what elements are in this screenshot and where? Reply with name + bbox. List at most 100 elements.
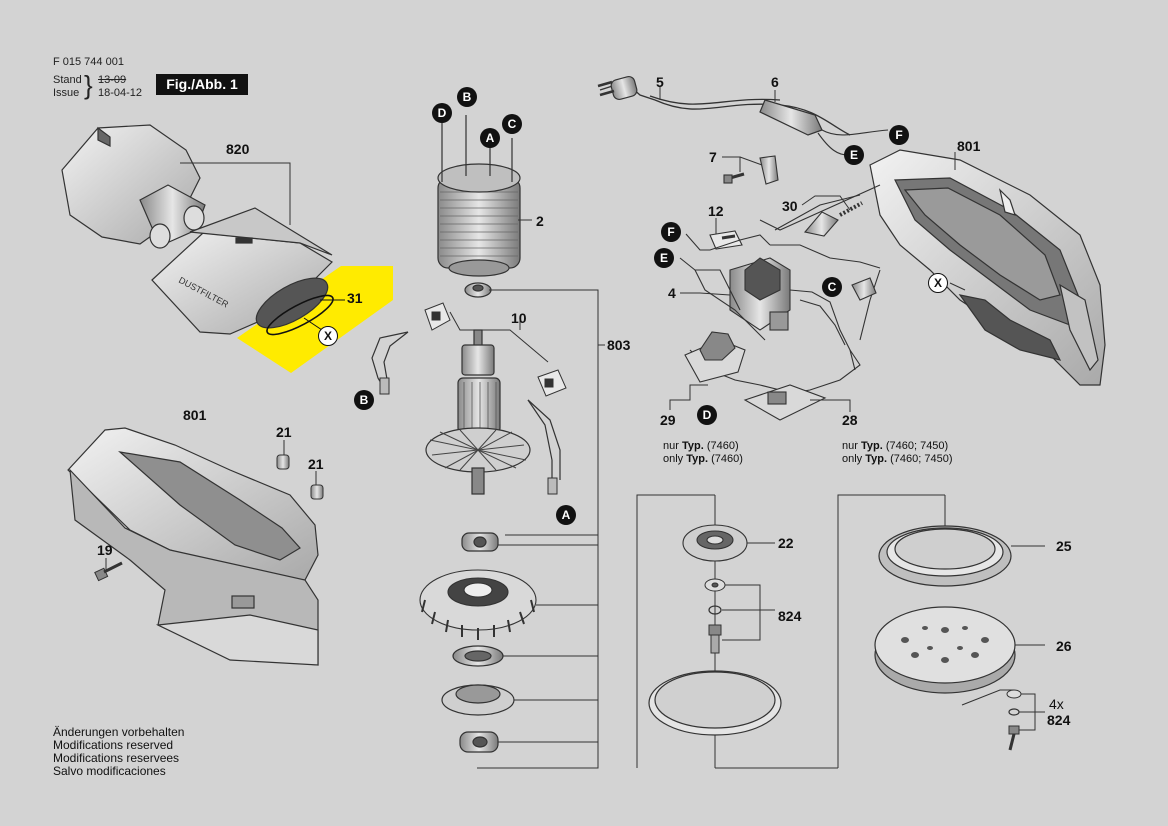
lead-b2	[383, 331, 409, 386]
leader-10	[449, 311, 549, 363]
bearing-middle	[461, 532, 499, 552]
label-26: 26	[1056, 638, 1072, 654]
leader-bracket-right	[837, 494, 945, 768]
label-4: 4	[668, 285, 676, 301]
note-line: Salvo modificaciones	[53, 764, 166, 778]
leader-x-housing	[949, 282, 966, 291]
housing-801-lower	[67, 427, 319, 666]
stand-date: 13-09	[98, 74, 127, 86]
modification-notes: Änderungen vorbehalten Modifications res…	[53, 726, 184, 778]
o-ring-31	[266, 294, 334, 336]
lead-b	[371, 331, 409, 391]
cord-clamp-7	[723, 155, 779, 185]
label-19: 19	[97, 542, 113, 558]
washer-824	[704, 578, 726, 592]
label-30: 30	[782, 198, 798, 214]
part28-type-note: nur Typ. (7460; 7450) only Typ. (7460; 7…	[842, 440, 953, 465]
fan	[419, 569, 537, 640]
marker-x-housing: X	[928, 273, 948, 293]
marker-a-bottom: A	[556, 505, 576, 525]
highlight-part-31	[237, 266, 393, 373]
part29-type-note: nur Typ. (7460) only Typ. (7460)	[663, 440, 743, 465]
label-801-upper: 801	[957, 138, 981, 154]
label-25: 25	[1056, 538, 1072, 554]
note-line: Änderungen vorbehalten	[53, 725, 185, 739]
seal	[452, 645, 504, 667]
field-coil-2	[437, 115, 521, 277]
connector-c	[851, 277, 877, 301]
marker-d-bottom: D	[697, 405, 717, 425]
marker-x-filter: X	[318, 326, 338, 346]
leader-4	[680, 292, 731, 296]
leader-bracket-mid	[636, 494, 715, 768]
pin-21-upper	[276, 454, 290, 470]
housing-801-upper	[869, 149, 1106, 386]
marker-b-top: B	[457, 87, 477, 107]
issue-label: Issue	[53, 87, 80, 99]
leader-803	[477, 289, 599, 769]
figure-label: Fig./Abb. 1	[156, 74, 248, 95]
pad-hardware	[1006, 689, 1022, 751]
marker-e-cord: E	[844, 145, 864, 165]
marker-b-left: B	[354, 390, 374, 410]
brush-holder-upper	[424, 302, 451, 331]
plug	[597, 75, 638, 101]
label-4x: 4x	[1049, 696, 1064, 712]
stand-label: Stand	[53, 74, 82, 86]
label-824-mid: 824	[778, 608, 802, 624]
armature	[425, 329, 531, 495]
leader-7b	[739, 156, 763, 166]
dust-box-820: DUSTFILTER	[61, 124, 333, 335]
pin-21-lower	[310, 484, 324, 500]
label-824-right: 824	[1047, 712, 1071, 728]
marker-a-top: A	[480, 128, 500, 148]
label-2: 2	[536, 213, 544, 229]
switch-12	[709, 230, 743, 250]
marker-e-left: E	[654, 248, 674, 268]
marker-d-top: D	[432, 103, 452, 123]
bearing-bottom	[459, 731, 499, 753]
leader-x	[303, 317, 323, 331]
switch-lever-30	[803, 201, 863, 237]
part-number: F 015 744 001	[53, 56, 124, 68]
label-10: 10	[511, 310, 527, 326]
note-line: Modifications reserved	[53, 738, 174, 752]
marker-f-left: F	[661, 222, 681, 242]
leader-28	[810, 399, 851, 412]
bearing-flange	[441, 684, 515, 716]
board-29	[684, 331, 746, 383]
sanding-pad-26	[874, 606, 1016, 694]
bearing-plate-22	[682, 524, 748, 562]
label-21-upper: 21	[276, 424, 292, 440]
label-5: 5	[656, 74, 664, 90]
label-7: 7	[709, 149, 717, 165]
label-801-lower: 801	[183, 407, 207, 423]
header-brace: }	[84, 70, 93, 100]
brush-holder-lower	[537, 369, 567, 397]
issue-date: 18-04-12	[98, 87, 143, 99]
lead-a	[527, 399, 561, 480]
spring-washer-824	[708, 605, 722, 615]
label-28: 28	[842, 412, 858, 428]
label-6: 6	[771, 74, 779, 90]
leader-30	[801, 195, 851, 211]
bearing-top	[464, 282, 492, 298]
cord-wire-f	[821, 129, 889, 136]
label-12: 12	[708, 203, 724, 219]
leader-29	[669, 384, 708, 410]
marker-c-top: C	[502, 114, 522, 134]
leader-7	[722, 156, 741, 172]
label-22: 22	[778, 535, 794, 551]
marker-f-cord: F	[889, 125, 909, 145]
marker-c-right: C	[822, 277, 842, 297]
label-21-lower: 21	[308, 456, 324, 472]
note-line: Modifications reservees	[53, 751, 180, 765]
lead-a2	[527, 399, 553, 485]
board-28	[743, 384, 827, 421]
leader-820	[180, 162, 291, 225]
label-820: 820	[226, 141, 250, 157]
lead-a-terminal	[547, 477, 558, 495]
label-31: 31	[347, 290, 363, 306]
